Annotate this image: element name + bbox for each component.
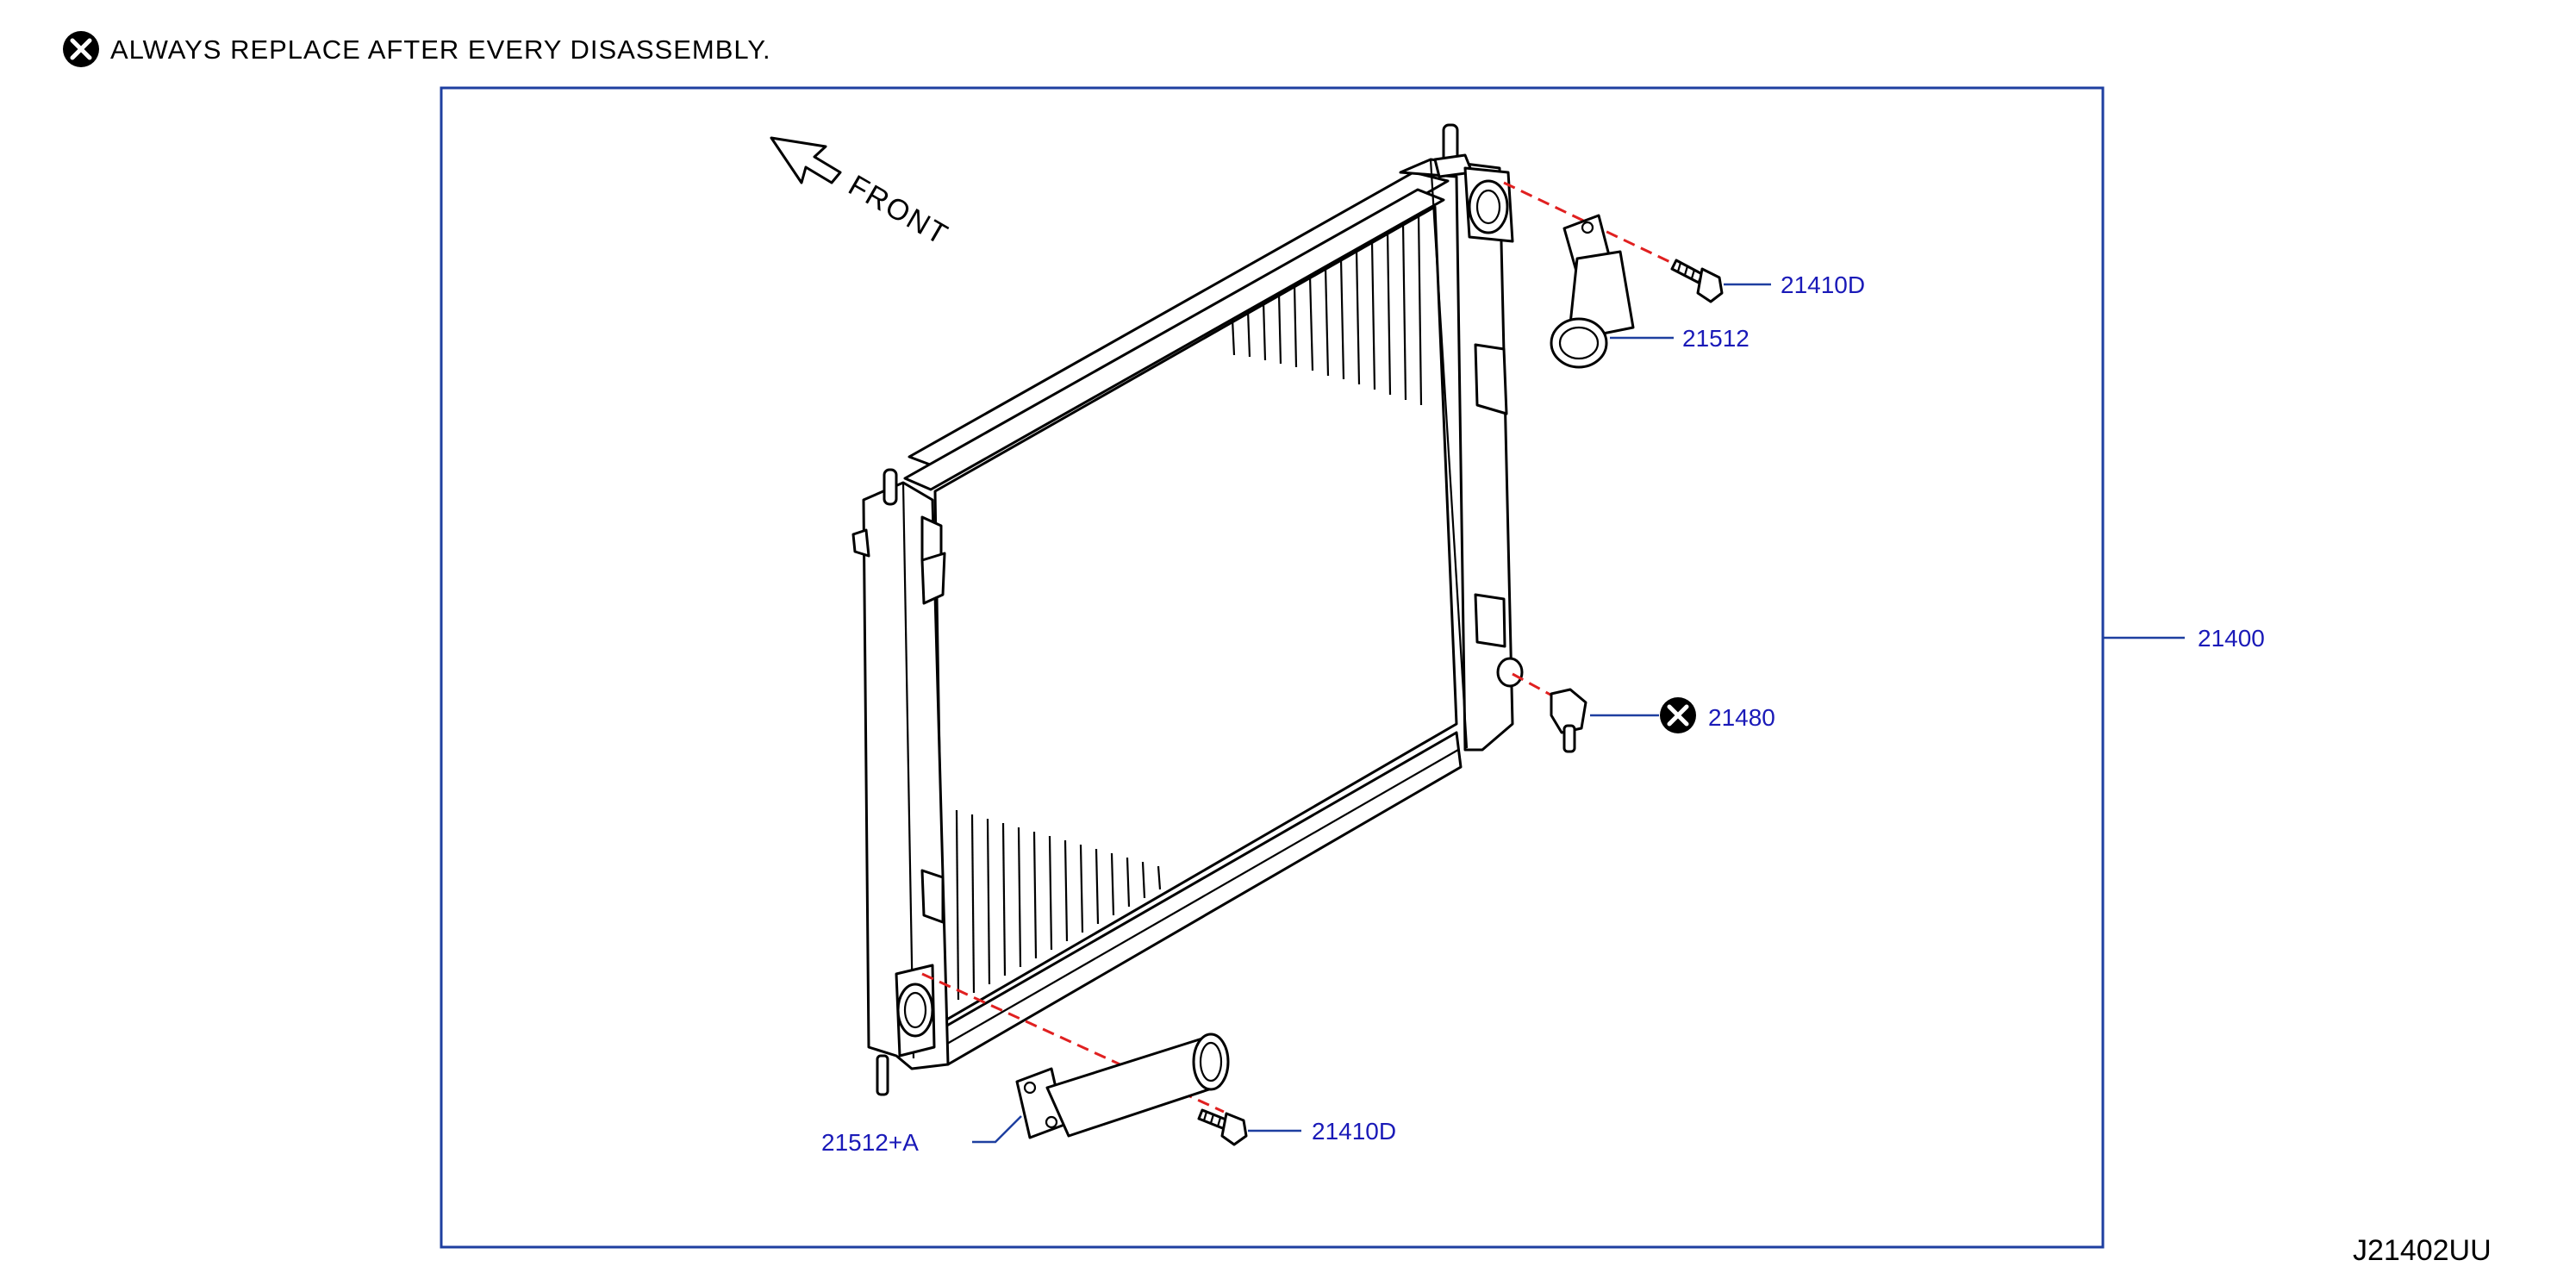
front-label: FRONT [843,169,954,252]
assembly-path-upper [1503,181,1673,265]
core-fins-lower [955,809,1162,1001]
callout-drain-plug: 21480 [1590,697,1775,733]
label-upper-hose-connector: 21512 [1682,325,1750,352]
front-indicator: FRONT [770,136,954,252]
assembly-border [440,86,2105,1249]
callout-radiator: 21400 [2103,625,2265,652]
label-radiator: 21400 [2198,625,2265,652]
core-fins-upper [1231,213,1423,406]
callout-lower-hose-connector: 21512+A [821,1115,1022,1156]
callout-upper-bolt: 21410D [1724,271,1865,298]
front-arrow-icon [770,136,842,184]
radiator [851,123,1524,1096]
x-circle-icon [63,31,99,67]
label-drain-plug: 21480 [1708,704,1775,731]
x-circle-icon [1660,697,1696,733]
lower-bolt [1197,1108,1248,1146]
upper-bolt [1670,259,1724,303]
callout-upper-hose-connector: 21512 [1610,325,1750,352]
upper-hose-connector [1550,214,1635,369]
label-lower-bolt: 21410D [1312,1118,1396,1145]
lower-hose-connector [1015,1033,1230,1139]
callout-lower-bolt: 21410D [1248,1118,1396,1145]
replace-note: ALWAYS REPLACE AFTER EVERY DISASSEMBLY. [63,31,771,67]
drain-plug [1550,688,1587,753]
label-lower-hose-connector: 21512+A [821,1129,919,1156]
replace-note-text: ALWAYS REPLACE AFTER EVERY DISASSEMBLY. [110,34,771,65]
drawing-code: J21402UU [2353,1234,2492,1267]
label-upper-bolt: 21410D [1781,271,1865,298]
